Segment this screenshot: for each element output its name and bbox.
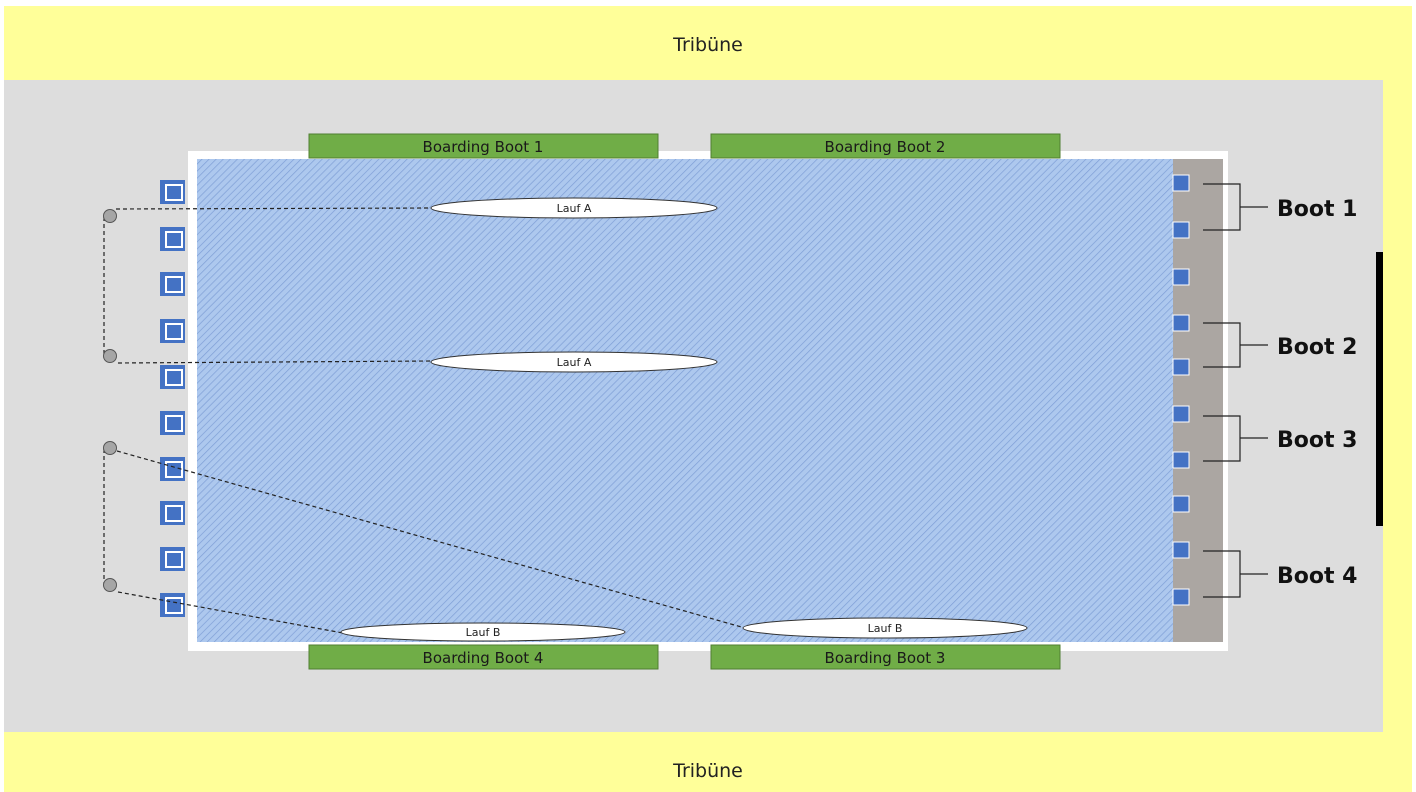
connector-lauf-a-top xyxy=(115,207,433,210)
start-marker xyxy=(160,319,185,343)
connector-lauf-b-bottom xyxy=(117,591,344,634)
boot-1-label: Boot 1 xyxy=(1277,197,1357,222)
start-marker xyxy=(160,365,185,389)
boarding-boot-4-label: Boarding Boot 4 xyxy=(423,649,544,667)
stand-top xyxy=(4,6,1412,80)
finish-marker xyxy=(1172,405,1190,423)
boarding-boot-1 xyxy=(308,133,659,159)
left-start-markers xyxy=(160,180,185,617)
lane-a-middle xyxy=(430,351,718,373)
node-circle xyxy=(103,349,117,363)
lane-b-right xyxy=(742,617,1028,639)
boat-brackets xyxy=(1203,183,1268,598)
boarding-boot-1-label: Boarding Boot 1 xyxy=(423,138,544,156)
boarding-boot-2-label: Boarding Boot 2 xyxy=(825,138,946,156)
lane-a-middle-label: Lauf A xyxy=(557,356,592,369)
finish-marker xyxy=(1172,221,1190,239)
stand-bottom-label: Tribüne xyxy=(672,760,743,782)
connector-lauf-a-bottom xyxy=(117,360,433,364)
connector-lauf-b-diag xyxy=(116,450,746,629)
stand-bottom xyxy=(4,732,1412,792)
finish-marker xyxy=(1172,541,1190,559)
start-marker xyxy=(160,547,185,571)
boot-4-label: Boot 4 xyxy=(1277,564,1357,589)
lane-b-left xyxy=(340,622,626,642)
finish-marker xyxy=(1172,495,1190,513)
start-marker xyxy=(160,411,185,435)
start-marker xyxy=(160,272,185,296)
boarding-boot-3-label: Boarding Boot 3 xyxy=(825,649,946,667)
bracket-boot-3 xyxy=(1203,415,1268,462)
boarding-boot-3 xyxy=(710,644,1061,670)
boarding-boot-2 xyxy=(710,133,1061,159)
pool-water xyxy=(197,159,1173,642)
bracket-boot-4 xyxy=(1203,550,1268,598)
bracket-boot-2 xyxy=(1203,322,1268,368)
start-marker xyxy=(160,501,185,525)
lane-a-top xyxy=(430,197,718,219)
stand-top-label: Tribüne xyxy=(672,34,743,56)
finish-marker xyxy=(1172,174,1190,192)
dock-area xyxy=(1173,159,1223,642)
lane-a-top-label: Lauf A xyxy=(557,202,592,215)
finish-marker xyxy=(1172,588,1190,606)
node-circle xyxy=(103,209,117,223)
finish-line-bar xyxy=(1376,252,1383,526)
node-circle xyxy=(103,578,117,592)
finish-marker xyxy=(1172,314,1190,332)
lane-b-right-label: Lauf B xyxy=(868,622,903,635)
right-finish-markers xyxy=(1172,174,1190,606)
bracket-boot-1 xyxy=(1203,183,1268,231)
start-marker xyxy=(160,593,185,617)
node-circle xyxy=(103,441,117,455)
start-marker xyxy=(160,180,185,204)
stand-right-strip xyxy=(1383,80,1412,732)
boarding-boot-4 xyxy=(308,644,659,670)
boot-2-label: Boot 2 xyxy=(1277,335,1357,360)
boot-3-label: Boot 3 xyxy=(1277,428,1357,453)
start-marker xyxy=(160,227,185,251)
finish-marker xyxy=(1172,358,1190,376)
finish-marker xyxy=(1172,451,1190,469)
finish-marker xyxy=(1172,268,1190,286)
lane-b-left-label: Lauf B xyxy=(466,626,501,639)
